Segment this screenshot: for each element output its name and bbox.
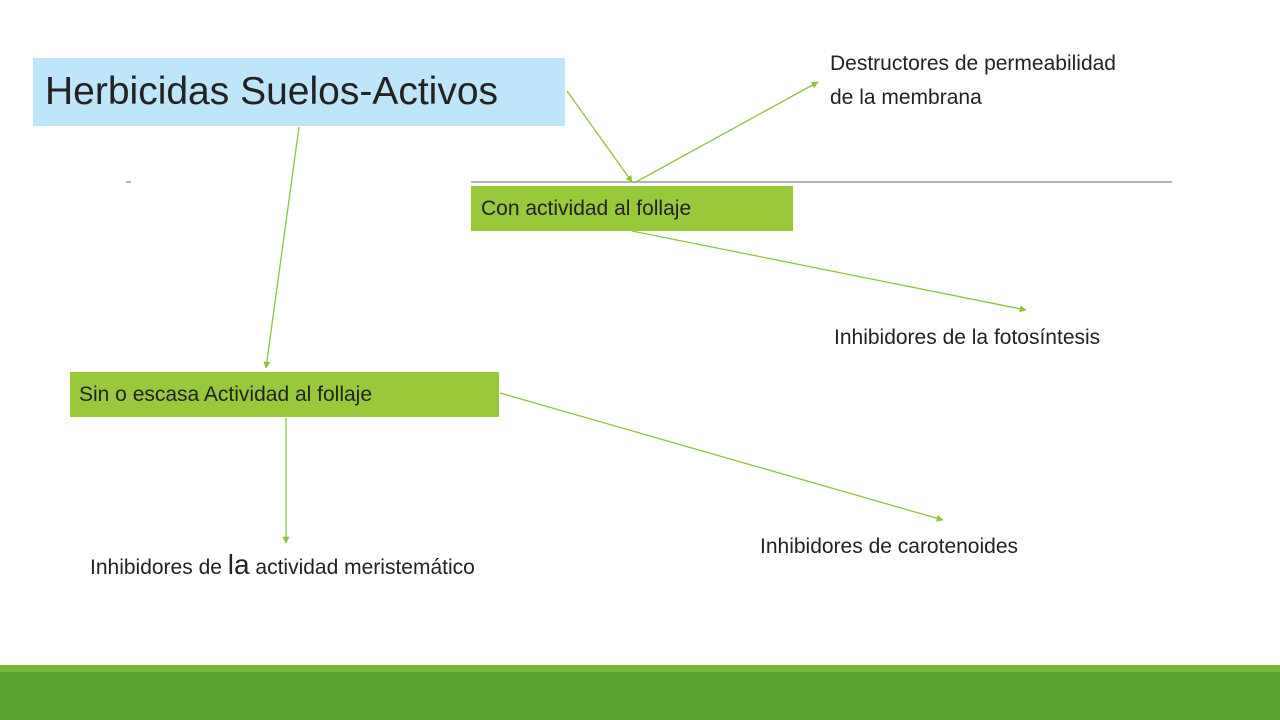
outcome-photosynthesis: Inhibidores de la fotosíntesis <box>834 326 1101 349</box>
outcome-membrane-line1: Destructores de permeabilidad <box>830 52 1116 75</box>
node-no-foliage-activity: Sin o escasa Actividad al follaje <box>70 372 499 417</box>
arrow-foliage-to-membrane <box>633 81 819 184</box>
node-foliage-label: Con actividad al follaje <box>481 196 692 220</box>
outcome-meristematic: Inhibidores de la actividad meristemátic… <box>90 548 475 585</box>
outcome-carotenoids: Inhibidores de carotenoides <box>760 535 1019 558</box>
outcome-meristematic-suffix: actividad meristemático <box>249 556 475 579</box>
footer-highlight <box>0 665 1280 672</box>
title-box: Herbicidas Suelos-Activos <box>33 58 565 126</box>
page-title: Herbicidas Suelos-Activos <box>45 70 499 113</box>
outcome-meristematic-emphasis: la <box>227 549 250 580</box>
node-foliage-activity: Con actividad al follaje <box>471 186 793 231</box>
arrow-foliage-to-photosynthesis <box>631 230 1027 313</box>
arrow-title-to-foliage <box>566 90 633 183</box>
node-no-foliage-label: Sin o escasa Actividad al follaje <box>79 382 373 406</box>
arrow-title-to-no-foliage <box>263 126 300 369</box>
arrow-no-foliage-to-carotenoids <box>499 392 944 522</box>
outcome-meristematic-prefix: Inhibidores de <box>90 556 228 579</box>
outcome-membrane: Destructores de permeabilidad de la memb… <box>830 47 1116 115</box>
outcome-membrane-line2: de la membrana <box>830 86 982 109</box>
footer-bar <box>0 665 1280 720</box>
